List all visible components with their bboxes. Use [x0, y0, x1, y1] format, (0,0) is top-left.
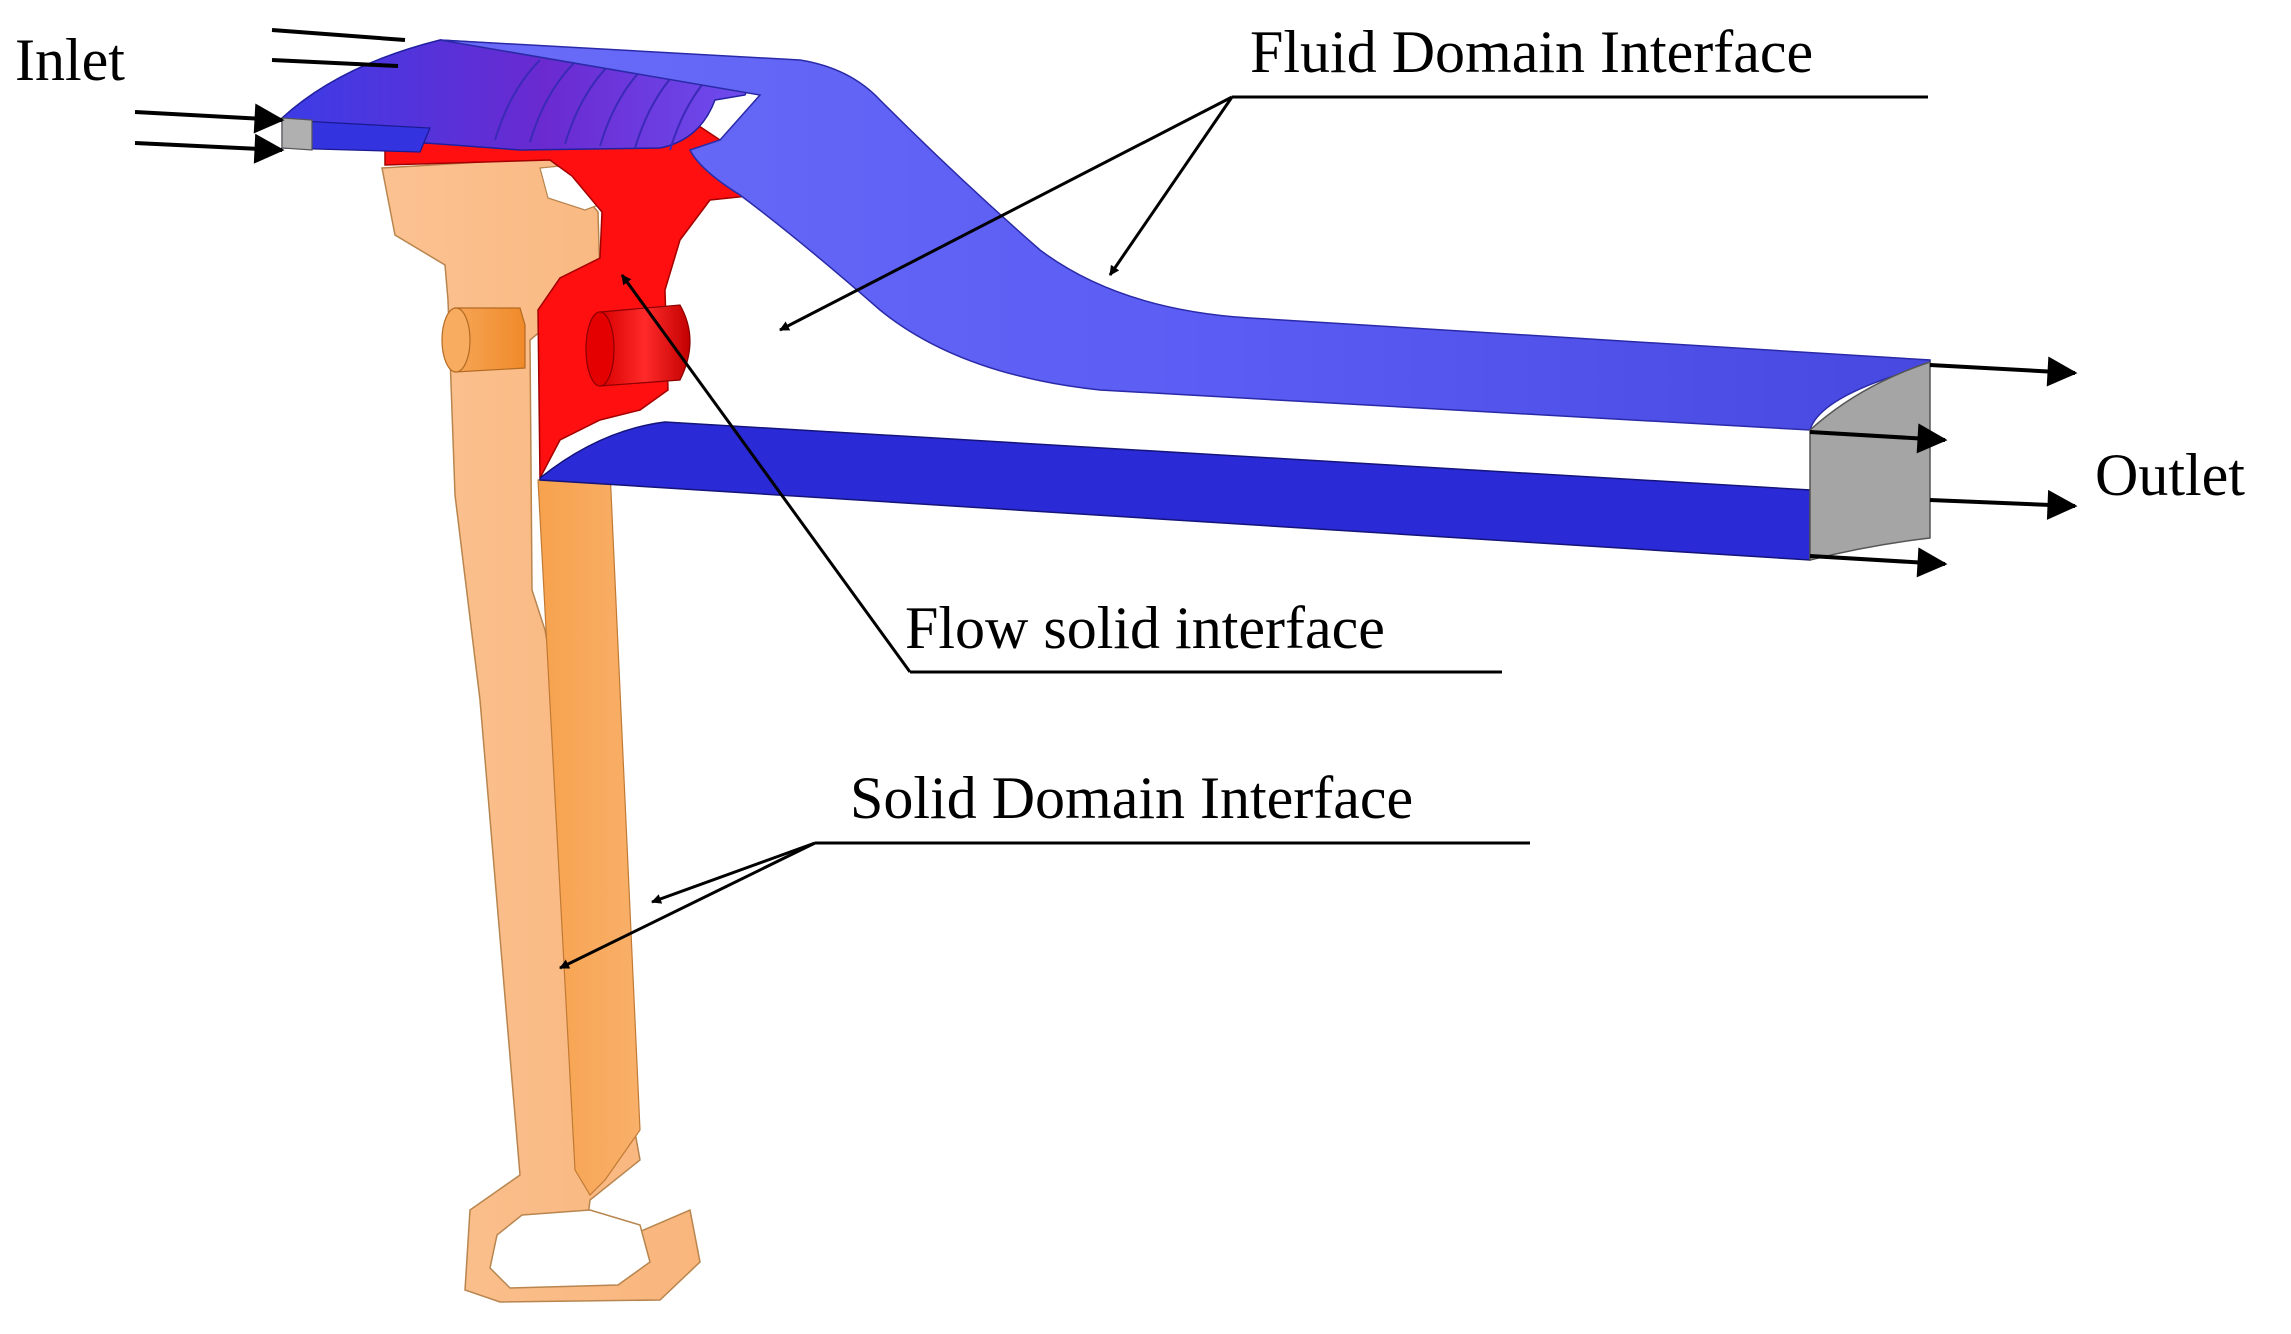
red-pin — [599, 304, 691, 387]
blade-left-pin-end — [441, 307, 471, 373]
fluid-lower-surface — [539, 421, 1811, 561]
outlet-label: Outlet — [2095, 442, 2245, 508]
blade-root-cavity — [489, 1209, 651, 1289]
fluid-interface-leader — [779, 95, 1233, 332]
leader-lines — [559, 95, 1928, 970]
fluid-outlet-face — [1809, 360, 1931, 561]
fluid-domain — [280, 39, 1931, 561]
inlet-label: Inlet — [15, 27, 125, 93]
fluid-interface-leader — [1108, 96, 1234, 276]
fluid-inlet-face — [281, 117, 313, 151]
outlet-flow-arrows — [1809, 356, 2078, 578]
solid-interface-leader — [651, 841, 816, 904]
solid-domain-interface-label: Solid Domain Interface — [850, 765, 1413, 831]
fluid-upper-surface — [439, 39, 1931, 431]
inlet-arrow — [271, 28, 406, 42]
inlet-arrow — [134, 103, 285, 134]
blade-solid-domain — [381, 157, 701, 1303]
outlet-arrow — [1929, 356, 2078, 387]
flow-solid-leader — [620, 274, 912, 673]
inlet-flow-arrows — [134, 28, 406, 164]
outlet-arrow — [1809, 547, 1948, 578]
red-pin-end — [585, 311, 615, 387]
inlet-arrow — [134, 133, 285, 164]
fluid-domain-interface-label: Fluid Domain Interface — [1250, 19, 1813, 85]
outlet-arrow — [1809, 423, 1948, 454]
flow-solid-interface-label: Flow solid interface — [905, 595, 1385, 661]
outlet-arrow — [1929, 489, 2078, 520]
solid-interface-leader — [559, 841, 816, 970]
inlet-arrow — [271, 58, 399, 68]
